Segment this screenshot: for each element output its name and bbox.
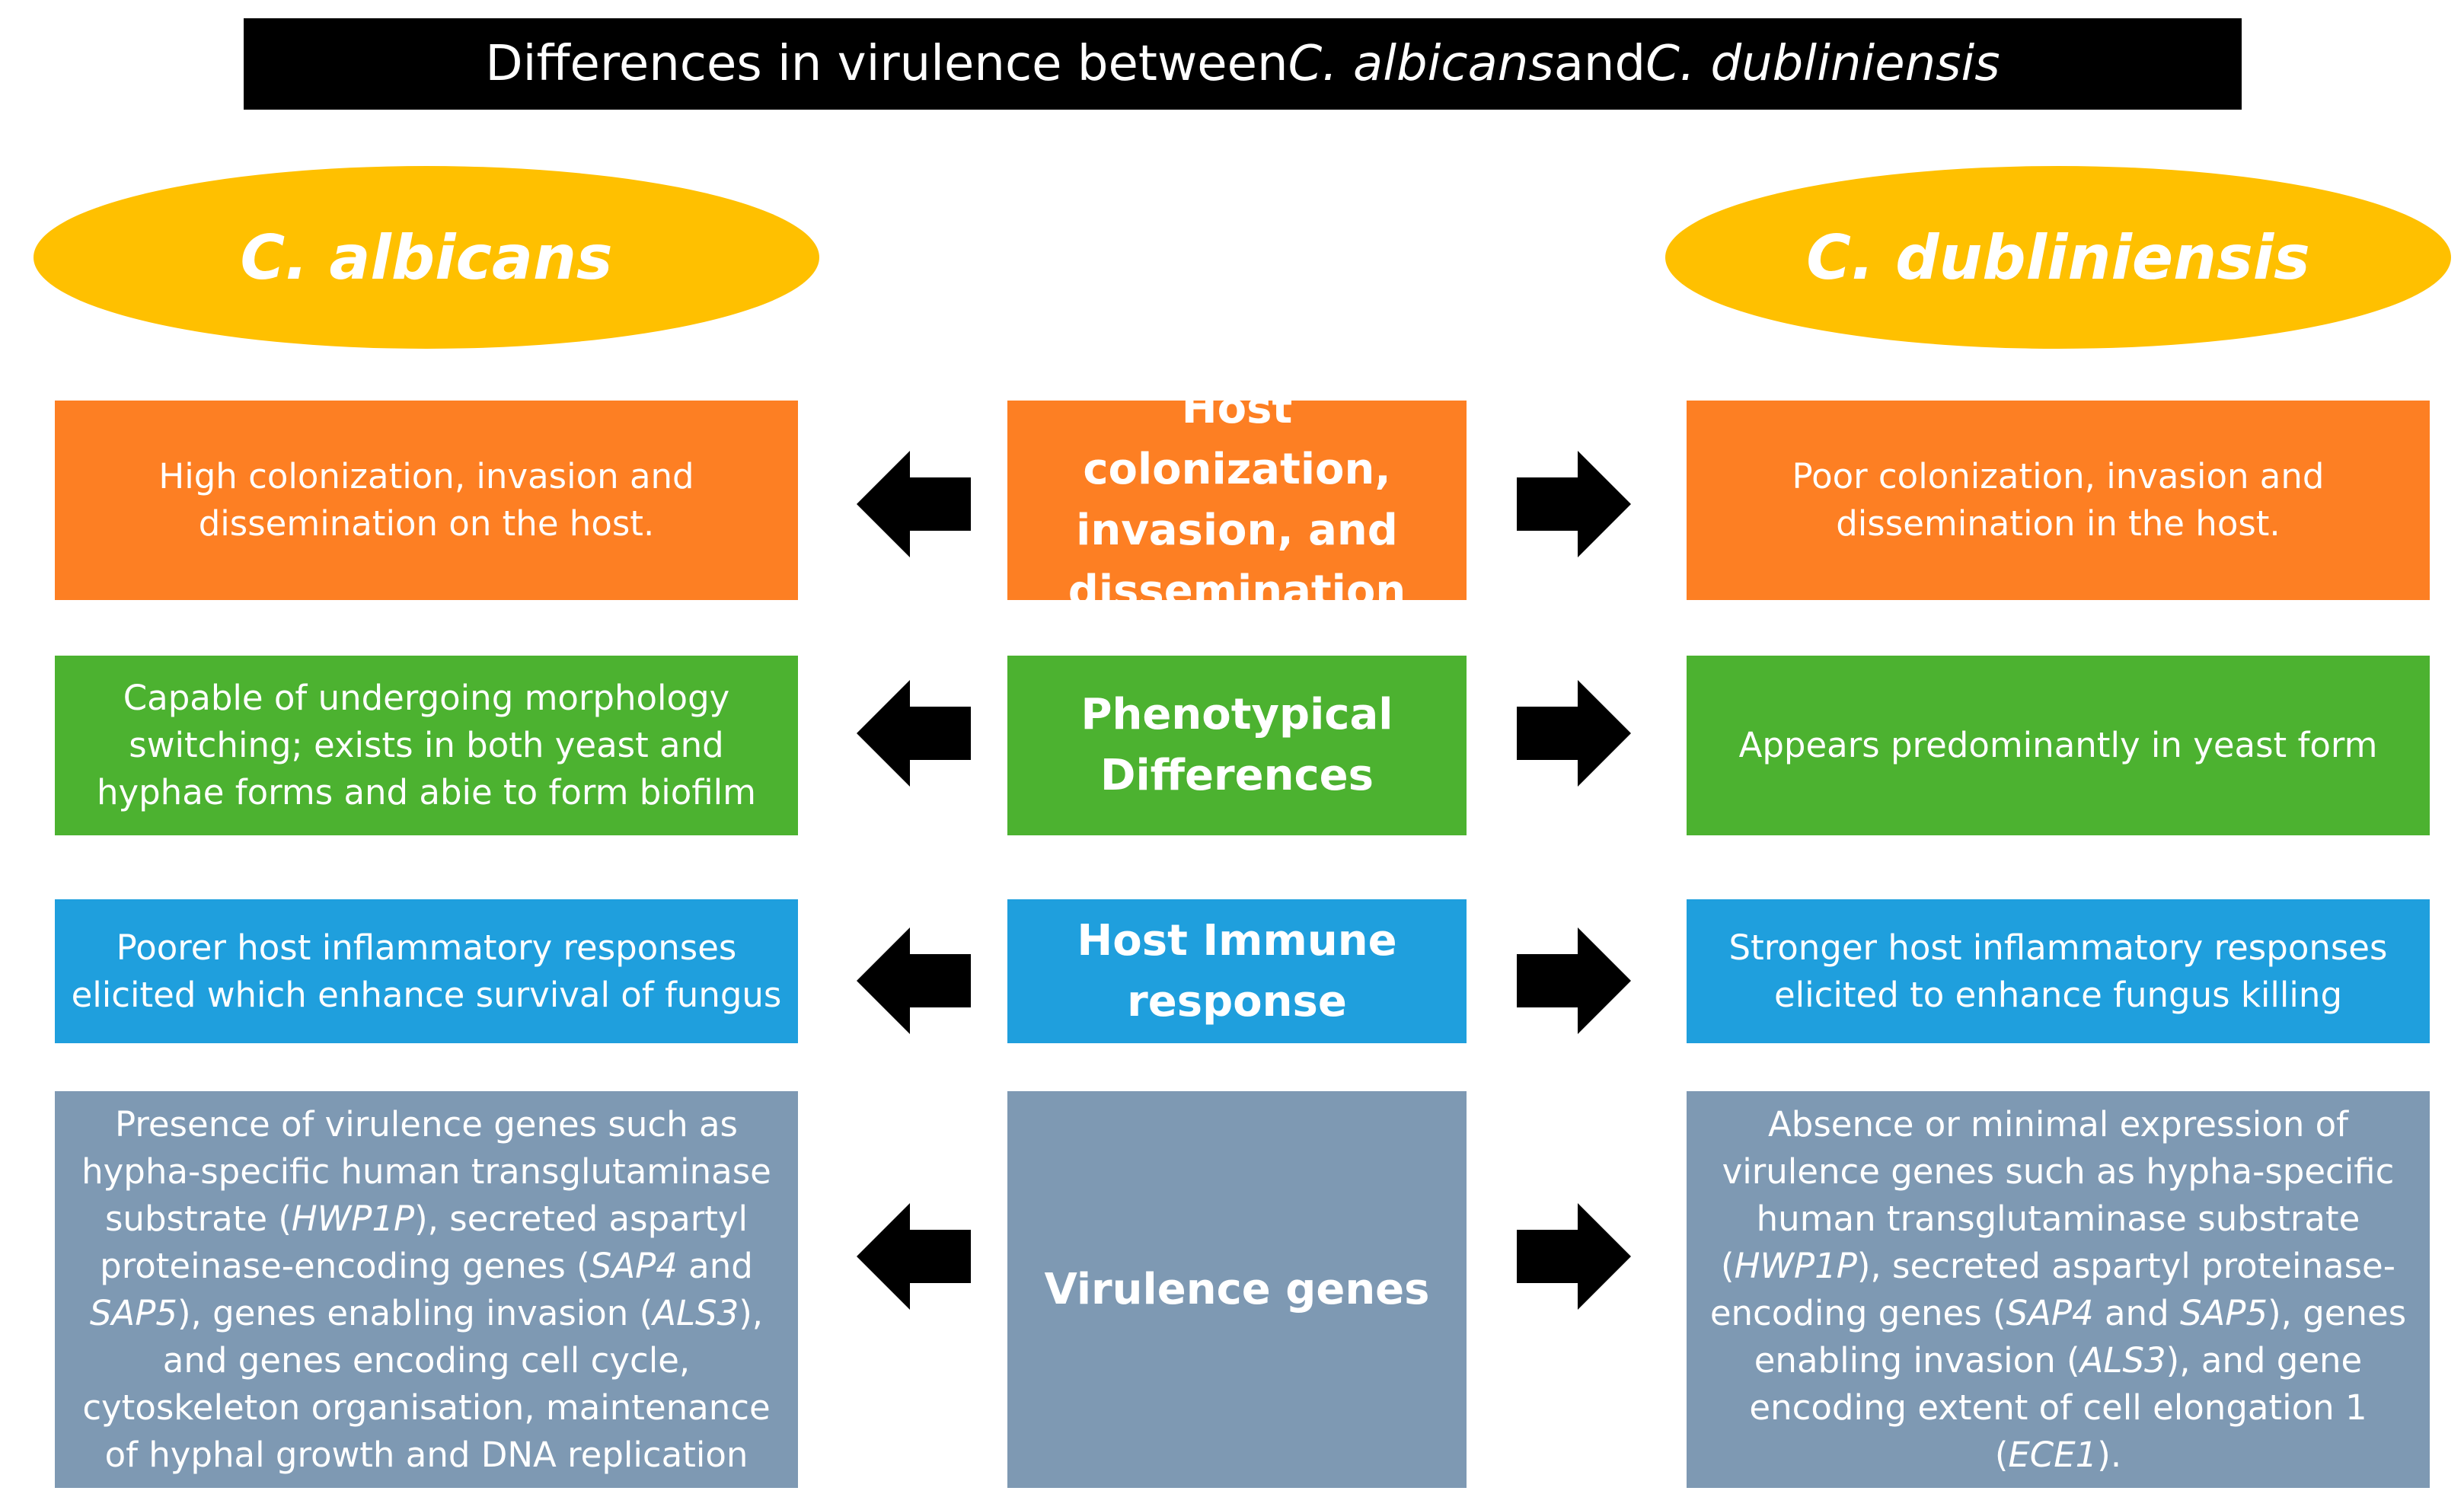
albicans-virulence-text: Presence of virulence genes such as hyph…	[70, 1101, 783, 1479]
title-text-2: and	[1553, 36, 1646, 92]
gene-ece1: ECE1	[2008, 1434, 2098, 1475]
gene-als3: ALS3	[653, 1292, 739, 1333]
gene-sap4: SAP4	[589, 1245, 678, 1286]
albicans-colonization-box: High colonization, invasion and dissemin…	[55, 401, 798, 600]
dubliniensis-virulence-t5: ), and gene encoding extent of cell elon…	[1749, 1339, 2367, 1475]
dubliniensis-virulence-t1: Absence or minimal expression of virulen…	[1721, 1103, 2395, 1286]
arrow-left-icon	[857, 927, 971, 1034]
dubliniensis-virulence-t2: ), secreted aspartyl proteinase-encoding…	[1709, 1245, 2395, 1333]
dubliniensis-phenotype-box: Appears predominantly in yeast form	[1687, 656, 2430, 835]
dubliniensis-virulence-t6: ).	[2097, 1434, 2122, 1475]
center-immune-box: Host Immune response	[1007, 899, 1467, 1043]
title-species-1: C. albicans	[1288, 36, 1554, 92]
diagram-title: Differences in virulence between C. albi…	[244, 18, 2242, 110]
albicans-phenotype-box: Capable of undergoing morphology switchi…	[55, 656, 798, 835]
center-virulence-box: Virulence genes	[1007, 1091, 1467, 1488]
albicans-virulence-t5: ), and genes encoding cell cycle, cytosk…	[82, 1292, 771, 1475]
dubliniensis-immune-text: Stronger host inflammatory responses eli…	[1728, 927, 2388, 1015]
albicans-virulence-box: Presence of virulence genes such as hyph…	[55, 1091, 798, 1488]
arrow-right-icon	[1517, 1203, 1631, 1310]
center-immune-label: Host Immune response	[1077, 915, 1397, 1026]
dubliniensis-virulence-box: Absence or minimal expression of virulen…	[1687, 1091, 2430, 1488]
dubliniensis-immune-box: Stronger host inflammatory responses eli…	[1687, 899, 2430, 1043]
header-c-dubliniensis-label: C. dubliniensis	[1806, 222, 2310, 293]
albicans-virulence-t3: and	[677, 1245, 753, 1286]
gene-sap5: SAP5	[89, 1292, 177, 1333]
gene-hwp1p: HWP1P	[291, 1198, 415, 1239]
arrow-left-icon	[857, 1203, 971, 1310]
gene-sap5: SAP5	[2179, 1292, 2268, 1333]
arrow-right-icon	[1517, 451, 1631, 557]
header-c-dubliniensis: C. dubliniensis	[1665, 166, 2451, 349]
albicans-immune-text: Poorer host inflammatory responses elici…	[71, 927, 782, 1015]
dubliniensis-colonization-box: Poor colonization, invasion and dissemin…	[1687, 401, 2430, 600]
center-phenotype-label: Phenotypical Differences	[1080, 690, 1393, 800]
title-species-2: C. dubliniensis	[1645, 36, 2000, 92]
albicans-virulence-t2: ), secreted aspartyl proteinase-encoding…	[100, 1198, 748, 1286]
center-colonization-box: Host colonization, invasion, and dissemi…	[1007, 384, 1467, 616]
dubliniensis-colonization-text: Poor colonization, invasion and dissemin…	[1792, 456, 2325, 544]
dubliniensis-phenotype-text: Appears predominantly in yeast form	[1738, 725, 2378, 765]
title-text-1: Differences in virulence between	[485, 36, 1288, 92]
dubliniensis-virulence-t3: and	[2093, 1292, 2180, 1333]
albicans-immune-box: Poorer host inflammatory responses elici…	[55, 899, 798, 1043]
dubliniensis-virulence-t4: ), genes enabling invasion (	[1754, 1292, 2407, 1381]
center-virulence-label: Virulence genes	[1044, 1264, 1430, 1314]
center-phenotype-box: Phenotypical Differences	[1007, 656, 1467, 835]
gene-hwp1p: HWP1P	[1734, 1245, 1857, 1286]
arrow-right-icon	[1517, 927, 1631, 1034]
albicans-virulence-t1: Presence of virulence genes such as hyph…	[81, 1103, 771, 1239]
albicans-virulence-t4: ), genes enabling invasion (	[177, 1292, 653, 1333]
gene-als3: ALS3	[2079, 1339, 2166, 1381]
header-c-albicans: C. albicans	[34, 166, 819, 349]
header-c-albicans-label: C. albicans	[240, 222, 613, 293]
arrow-left-icon	[857, 680, 971, 787]
arrow-left-icon	[857, 451, 971, 557]
albicans-colonization-text: High colonization, invasion and dissemin…	[158, 456, 694, 544]
arrow-right-icon	[1517, 680, 1631, 787]
dubliniensis-virulence-text: Absence or minimal expression of virulen…	[1702, 1101, 2415, 1479]
gene-sap4: SAP4	[2006, 1292, 2094, 1333]
center-colonization-label: Host colonization, invasion, and dissemi…	[1068, 384, 1406, 616]
albicans-phenotype-text: Capable of undergoing morphology switchi…	[96, 678, 757, 812]
